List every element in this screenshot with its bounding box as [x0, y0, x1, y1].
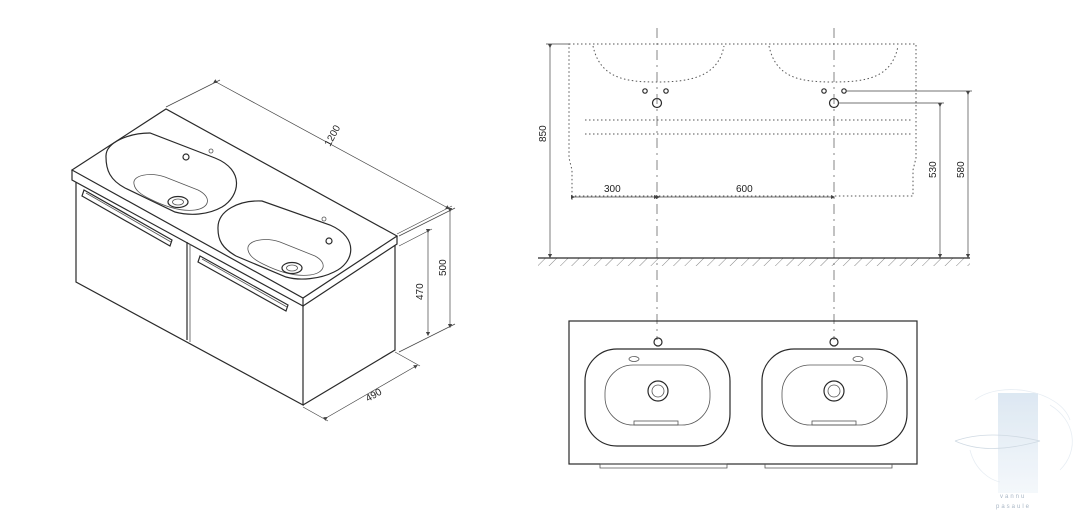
iso-basin-right — [217, 200, 352, 280]
dimension-height-body: 470 — [398, 228, 433, 337]
countertop-top — [70, 108, 399, 299]
dimension-width-label: 1200 — [323, 123, 343, 148]
iso-basin-left — [105, 132, 237, 215]
dimension-width: 1200 — [165, 79, 453, 235]
front-basin-left-hidden — [592, 45, 725, 83]
dimension-spacing: 300 600 — [570, 184, 836, 200]
dimension-spacing-first-label: 300 — [604, 184, 621, 195]
top-basin-right — [761, 337, 908, 447]
drawer-handle-right — [197, 255, 289, 312]
watermark-line2: pasaule — [996, 504, 1031, 510]
dimension-drain-height-label: 530 — [928, 161, 939, 178]
dimension-height-total-label: 500 — [438, 259, 449, 276]
dimension-tap-height: 580 — [846, 90, 972, 259]
dimension-height-body-label: 470 — [415, 283, 426, 300]
front-basin-right-hidden — [768, 45, 899, 83]
front-fixtures-left — [642, 88, 669, 109]
dimension-front-height-label: 850 — [538, 125, 549, 142]
watermark-logo: vannu pasaule — [954, 389, 1073, 510]
watermark-line1: vannu — [1000, 494, 1026, 500]
isometric-view: 1200 500 470 490 — [70, 79, 456, 422]
top-countertop — [568, 320, 918, 465]
top-basin-left — [584, 337, 731, 447]
dimension-depth: 490 — [302, 351, 421, 422]
floor-line — [538, 257, 970, 266]
dimension-depth-label: 490 — [364, 387, 384, 405]
dimension-tap-height-label: 580 — [956, 161, 967, 178]
dimension-height-total: 500 — [398, 207, 456, 353]
drawer-handle-left — [81, 189, 173, 247]
dimension-front-height: 850 — [538, 43, 570, 259]
front-outline — [568, 43, 917, 197]
front-view: 850 300 600 530 580 — [538, 28, 972, 340]
cabinet-left-side — [75, 182, 304, 407]
top-view — [568, 320, 918, 469]
dimension-drain-height: 530 — [838, 102, 944, 259]
cabinet-right-side — [302, 245, 396, 406]
dimension-spacing-between-label: 600 — [736, 184, 753, 195]
